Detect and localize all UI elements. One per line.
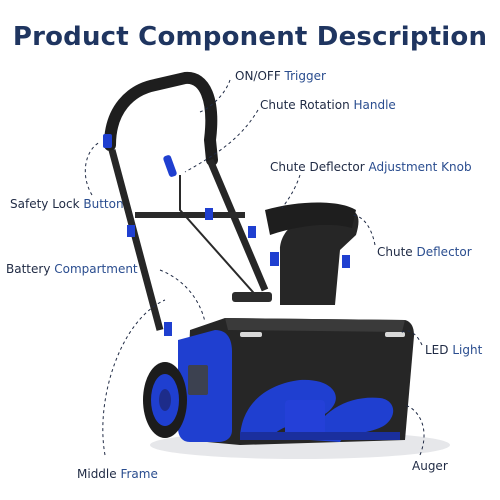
label-chute-deflector: Chute Deflector (377, 245, 472, 259)
leader-chute-knob (281, 174, 301, 209)
leader-safety-lock (84, 141, 101, 196)
label-safety-lock-button: Safety Lock Button (10, 197, 124, 211)
wheel-center (159, 389, 171, 411)
safety-lock-button (103, 134, 112, 148)
frame-knob (164, 322, 172, 336)
handle-knob-left (127, 225, 135, 237)
label-battery-compartment: Battery Compartment (6, 262, 138, 276)
auger-bar (240, 432, 400, 440)
grip (232, 292, 272, 302)
label-auger: Auger (412, 459, 448, 473)
battery-display (188, 365, 208, 395)
leader-onoff (199, 79, 231, 113)
leader-chute-rotation (184, 109, 259, 173)
auger-blade-2 (310, 397, 394, 442)
leader-middle-frame (102, 299, 166, 456)
leader-battery (159, 269, 206, 323)
rear-knob (205, 208, 213, 220)
handle-frame-right (206, 158, 269, 292)
handle-knob-right (248, 226, 256, 238)
label-middle-frame: Middle Frame (77, 467, 158, 481)
handle-frame-left (108, 149, 164, 331)
label-chute-deflector-adjustment-knob: Chute Deflector Adjustment Knob (270, 160, 472, 174)
label-onoff-trigger: ON/OFF Trigger (235, 69, 326, 83)
page-title: Product Component Description (12, 22, 488, 52)
chute-deflector (265, 202, 356, 235)
label-led-light: LED Light (425, 343, 483, 357)
auger-center (285, 400, 325, 438)
handle-bar (104, 71, 218, 166)
housing-lip (225, 318, 405, 332)
cable (179, 175, 261, 301)
chute-knob-right (342, 255, 350, 268)
led-light-right (385, 332, 405, 337)
trigger (163, 155, 177, 177)
leader-auger (404, 404, 425, 456)
chute-knob-left (270, 252, 279, 266)
label-chute-rotation-handle: Chute Rotation Handle (260, 98, 396, 112)
leader-led (399, 330, 423, 346)
led-light-left (240, 332, 262, 337)
chute (280, 210, 359, 305)
leader-chute-deflector (351, 214, 376, 246)
